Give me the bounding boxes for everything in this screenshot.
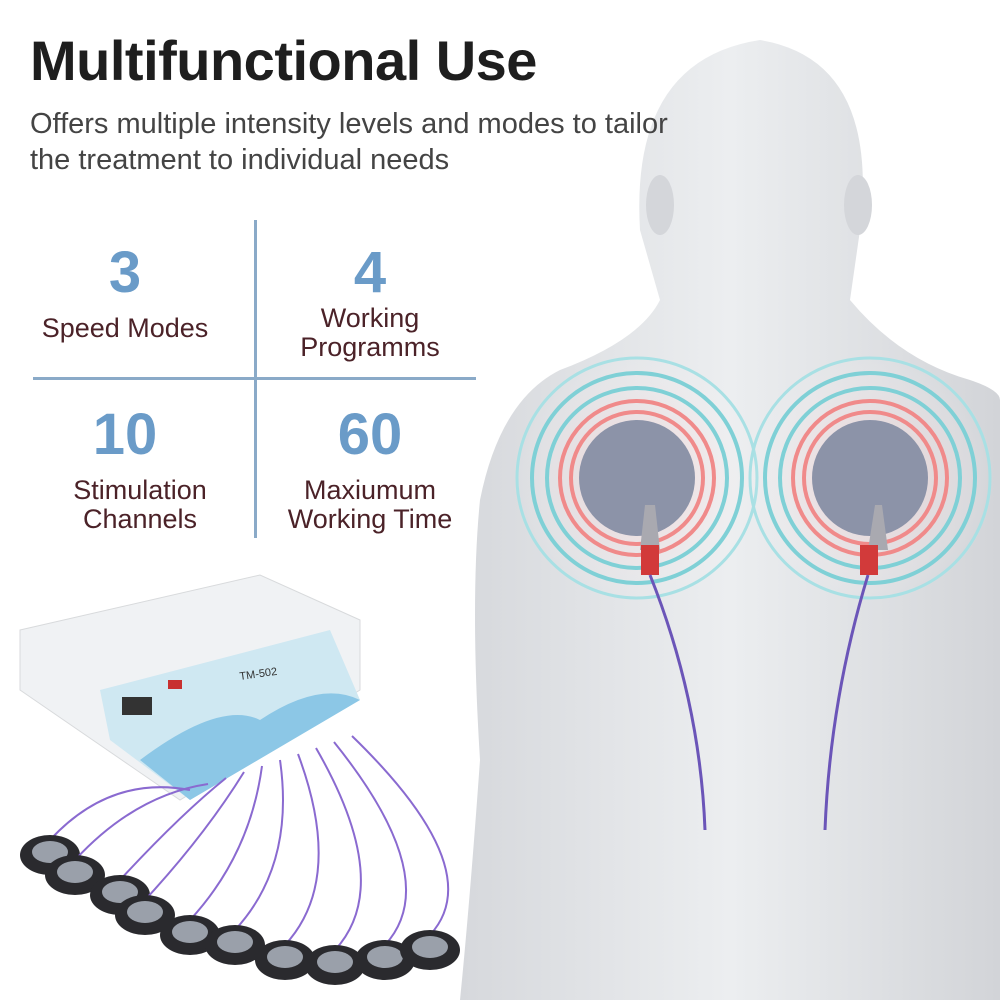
stat-label-line1: Maxiumum [303, 475, 437, 505]
electrode-pads [20, 735, 460, 985]
electrode-wire [74, 783, 209, 861]
electrode-pad-center [217, 931, 253, 953]
electrode-pad-center [367, 946, 403, 968]
electrode-wire [351, 735, 450, 936]
stat-speed-modes: 3 Speed Modes [30, 242, 220, 343]
electrode-wire [234, 759, 284, 931]
electrode-wire [189, 765, 263, 921]
stat-label-line2: Channels [82, 504, 198, 534]
electrode-wire [333, 741, 407, 946]
divider-horizontal [33, 377, 476, 380]
page-title: Multifunctional Use [30, 29, 537, 92]
electrode-pad-center [412, 936, 448, 958]
electrode-pad-center [102, 881, 138, 903]
stat-label-line2: Programms [300, 332, 440, 362]
ems-device: TM-502 [19, 574, 361, 801]
page-subtitle: Offers multiple intensity levels and mod… [30, 108, 668, 176]
device-model-label: TM-502 [239, 666, 278, 683]
electrode-pad-center [172, 921, 208, 943]
electrode-wire [49, 786, 191, 841]
electrode-pad-center [267, 946, 303, 968]
electrode-pad-center [57, 861, 93, 883]
electrode-pad-center [317, 951, 353, 973]
stat-working-programs: 4 Working Programms [270, 242, 470, 362]
electrode-pulse-right [745, 353, 995, 831]
electrode-wire [119, 777, 227, 881]
stat-label-line2: Working Time [287, 504, 453, 534]
stat-value: 60 [337, 402, 403, 467]
stat-max-working-time: 60 Maxiumum Working Time [270, 404, 470, 534]
stat-label-line1: Working [320, 303, 420, 333]
stat-label: Speed Modes [41, 313, 209, 343]
electrode-wire [144, 771, 245, 901]
electrode-wire [315, 747, 362, 951]
stat-value: 4 [353, 240, 387, 305]
stat-stimulation-channels: 10 Stimulation Channels [30, 404, 220, 534]
electrode-pad-center [32, 841, 68, 863]
electrode-pad-center [127, 901, 163, 923]
stat-value: 3 [108, 240, 142, 305]
electrode-wire [284, 753, 320, 946]
stat-label-line1: Stimulation [73, 475, 207, 505]
electrode-pulse-left [512, 353, 762, 831]
stat-value: 10 [92, 402, 158, 467]
